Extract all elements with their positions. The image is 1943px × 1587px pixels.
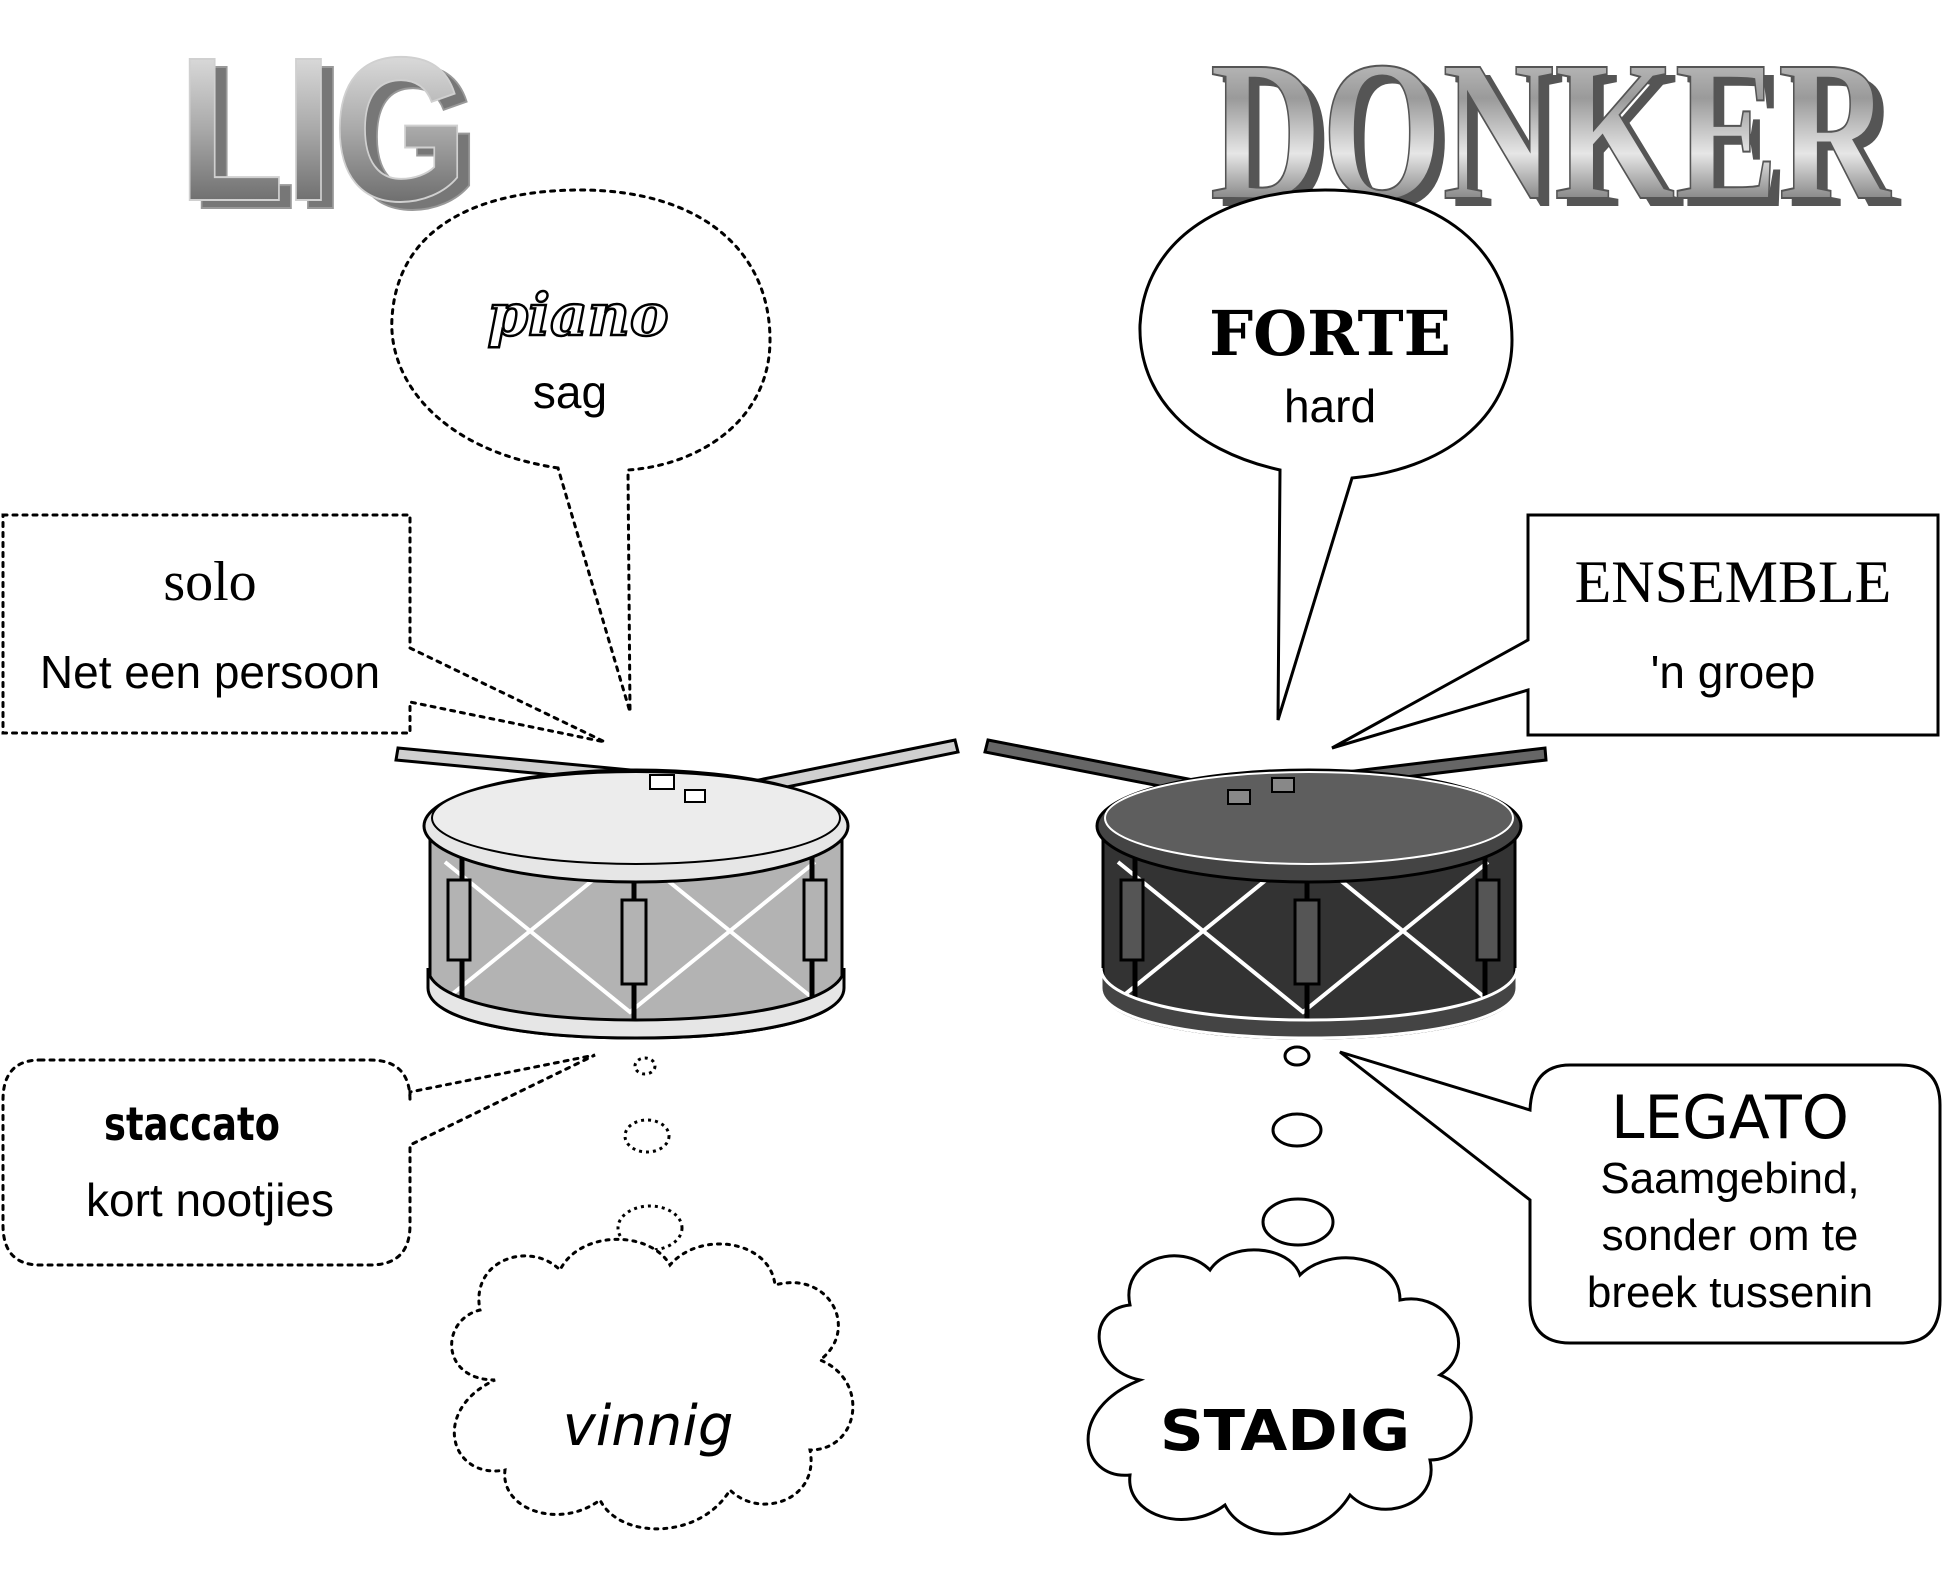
title-light: LIG LIG	[177, 14, 481, 253]
forte-bubble-shape	[1138, 188, 1514, 721]
ensemble-meaning: 'n groep	[1651, 646, 1816, 698]
forte-meaning: hard	[1284, 380, 1376, 432]
light-drum	[394, 738, 960, 1040]
legato-term: LEGATO	[1611, 1083, 1849, 1153]
ensemble-term: ENSEMBLE	[1575, 549, 1892, 615]
solo-callout: solo Net een persoon	[1, 513, 606, 744]
staccato-callout: staccato kort nootjies	[1, 1053, 596, 1267]
stadig-cloud: STADIG	[1086, 1248, 1473, 1536]
ensemble-callout-shape	[1331, 513, 1940, 750]
title-light-text: LIG	[178, 15, 468, 244]
light-drum-lugs	[446, 852, 828, 1030]
light-thought-dots	[616, 1056, 684, 1252]
light-drum-cord-1	[443, 860, 817, 1015]
piano-meaning: sag	[533, 366, 607, 418]
vinnig-term: vinnig	[563, 1394, 734, 1459]
legato-meaning-line-1: Saamgebind,	[1600, 1154, 1859, 1203]
vinnig-cloud-shape	[450, 1237, 855, 1531]
legato-meaning-line-2: sonder om te	[1602, 1211, 1859, 1260]
ensemble-callout: ENSEMBLE 'n groep	[1331, 513, 1940, 750]
legato-meaning-line-3: breek tussenin	[1587, 1268, 1873, 1317]
piano-bubble-shape	[390, 188, 772, 713]
dark-drum-bottom-rim	[1099, 967, 1519, 1040]
legato-callout: LEGATO Saamgebind, sonder om te breek tu…	[1339, 1050, 1942, 1345]
staccato-term: staccato	[104, 1097, 280, 1151]
forte-term: FORTE	[1209, 297, 1451, 370]
piano-term: piano	[487, 281, 668, 349]
legato-callout-shape	[1339, 1050, 1942, 1345]
light-drum-head	[431, 771, 841, 865]
staccato-meaning: kort nootjies	[86, 1174, 334, 1226]
dark-drum-cord-1	[1116, 860, 1490, 1015]
dark-drum-head	[1104, 771, 1514, 865]
solo-meaning: Net een persoon	[40, 646, 380, 698]
title-light-shadow: LIG	[190, 23, 480, 252]
forte-bubble: FORTE hard	[1138, 188, 1514, 721]
piano-bubble: piano sag	[390, 188, 772, 713]
stadig-term: STADIG	[1160, 1399, 1410, 1464]
solo-term: solo	[163, 551, 256, 613]
solo-callout-shape	[1, 513, 606, 744]
light-drum-bottom-rim	[426, 967, 846, 1040]
stadig-cloud-shape	[1086, 1248, 1473, 1536]
vinnig-cloud: vinnig	[450, 1237, 855, 1531]
dark-drum	[983, 738, 1548, 1040]
dark-thought-dots	[1261, 1045, 1335, 1247]
staccato-callout-shape	[1, 1053, 596, 1267]
dark-drum-lugs	[1119, 852, 1501, 1030]
